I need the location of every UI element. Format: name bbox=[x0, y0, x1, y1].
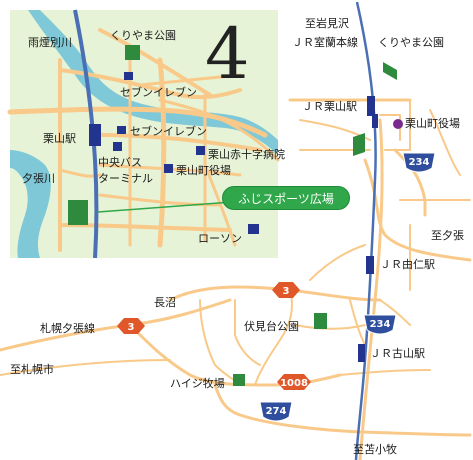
heidi-farm-marker bbox=[233, 374, 245, 386]
highway-234-upper-label: 234 bbox=[409, 157, 430, 168]
jr-station-secondary-marker bbox=[372, 114, 378, 128]
inset-label-bus-terminal-line2: ターミナル bbox=[98, 172, 153, 185]
label-heidi-farm: ハイジ牧場 bbox=[170, 377, 225, 390]
highway-274-label: 274 bbox=[266, 406, 287, 417]
route-3-left-shield: 3 bbox=[117, 318, 145, 334]
label-to-iwamizawa: 至岩見沢 bbox=[305, 17, 349, 30]
inset-label-seven-eleven-top: セブンイレブン bbox=[120, 86, 197, 99]
inset-label-uenbetsu-river: 雨煙別川 bbox=[28, 36, 72, 49]
route-1008-shield: 1008 bbox=[277, 374, 311, 390]
inset-seven-eleven-top-marker bbox=[124, 72, 133, 80]
inset-label-seven-eleven-mid: セブンイレブン bbox=[130, 125, 207, 138]
label-to-yubari: 至夕張 bbox=[431, 229, 464, 242]
label-naganuma: 長沼 bbox=[154, 296, 176, 309]
inset-hospital-marker bbox=[196, 146, 205, 155]
inset-town-office-marker bbox=[164, 164, 173, 173]
inset-lawson-marker bbox=[248, 224, 259, 234]
label-jr-kuriyama-station: ＪＲ栗山駅 bbox=[302, 100, 357, 113]
jr-kuriyama-station-marker bbox=[367, 96, 375, 116]
inset-scale-number: 4 bbox=[205, 13, 250, 95]
route-3-left-label: 3 bbox=[128, 322, 135, 333]
highway-234-lower-shield: 234 bbox=[363, 314, 397, 335]
label-jr-muroran-line: ＪＲ室蘭本線 bbox=[292, 36, 358, 49]
highway-234-upper-shield: 234 bbox=[402, 152, 436, 173]
inset-kuriyama-park-marker bbox=[125, 45, 140, 60]
inset-label-yubari-river: 夕張川 bbox=[22, 172, 55, 185]
jr-yuni-station-marker bbox=[366, 256, 374, 274]
label-jr-furusan-station: ＪＲ古山駅 bbox=[370, 347, 425, 360]
route-1008-label: 1008 bbox=[280, 378, 308, 389]
inset-label-kuriyama-park: くりやま公園 bbox=[110, 29, 176, 42]
label-jr-yuni-station: ＪＲ由仁駅 bbox=[380, 258, 435, 271]
inset-bus-terminal-marker bbox=[113, 142, 122, 151]
route-3-upper-shield: 3 bbox=[272, 282, 300, 298]
inset-label-kuriyama-station: 栗山駅 bbox=[43, 132, 76, 145]
kuriyama-park-marker bbox=[383, 62, 397, 80]
label-town-office: 栗山町役場 bbox=[405, 117, 460, 130]
inset-label-town-office: 栗山町役場 bbox=[176, 164, 231, 177]
upper-park-marker bbox=[353, 133, 365, 156]
jr-furusan-station-marker bbox=[358, 344, 365, 362]
label-fushimidai-park: 伏見台公園 bbox=[244, 320, 299, 333]
route-3-upper-label: 3 bbox=[283, 286, 290, 297]
fushimidai-park-marker bbox=[314, 313, 327, 329]
inset-label-hospital: 栗山赤十字病院 bbox=[208, 148, 285, 161]
label-kuriyama-park: くりやま公園 bbox=[378, 36, 444, 49]
inset-seven-eleven-mid-marker bbox=[117, 126, 126, 134]
label-sapporo-yubari-line: 札幌夕張線 bbox=[40, 322, 95, 335]
label-to-sapporo: 至札幌市 bbox=[10, 363, 54, 376]
inset-label-bus-terminal-line1: 中央バス bbox=[98, 156, 142, 169]
highway-234-lower-label: 234 bbox=[370, 319, 391, 330]
inset-label-lawson: ローソン bbox=[198, 232, 242, 245]
inset-map bbox=[7, 9, 280, 259]
highway-274-shield: 274 bbox=[259, 401, 293, 422]
label-to-tomakomai: 至苫小牧 bbox=[353, 443, 397, 456]
town-office-dot bbox=[393, 119, 403, 129]
inset-kuriyama-station-marker bbox=[89, 124, 101, 146]
inset-fuji-sports-marker bbox=[68, 200, 88, 225]
fuji-sports-callout: ふじスポーツ広場 bbox=[222, 186, 350, 210]
